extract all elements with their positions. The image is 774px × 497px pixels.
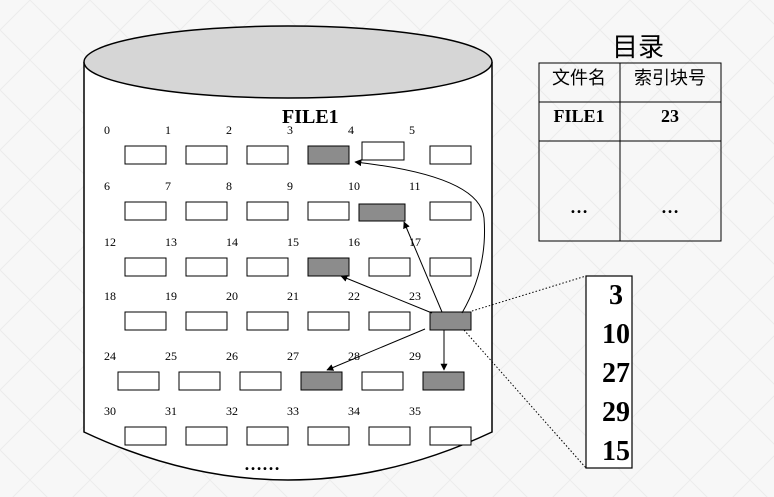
block-number-8: 8 <box>226 179 232 193</box>
block-number-32: 32 <box>226 404 238 418</box>
block-number-27: 27 <box>287 349 299 363</box>
disk-block-21 <box>307 311 350 331</box>
disk-block-25 <box>178 371 221 391</box>
disk-block-22 <box>368 311 411 331</box>
block-number-2: 2 <box>226 123 232 137</box>
disk-block-1 <box>185 145 228 165</box>
disk-block-24 <box>117 371 160 391</box>
index-pointers <box>326 159 485 371</box>
disk-block-11 <box>429 201 472 221</box>
disk-block-30 <box>124 426 167 446</box>
block-number-22: 22 <box>348 289 360 303</box>
block-number-33: 33 <box>287 404 299 418</box>
block-number-6: 6 <box>104 179 110 193</box>
disk-block-32 <box>246 426 289 446</box>
block-number-24: 24 <box>104 349 116 363</box>
disk-block-17 <box>429 257 472 277</box>
pointer-to-block-27 <box>326 328 426 371</box>
directory-header-index-block: 索引块号 <box>634 68 706 89</box>
block-number-19: 19 <box>165 289 177 303</box>
block-number-18: 18 <box>104 289 116 303</box>
index-entry: 29 <box>602 397 630 428</box>
block-number-4: 4 <box>348 123 354 137</box>
disk-block-33 <box>307 426 350 446</box>
disk-block-2 <box>246 145 289 165</box>
block-number-1: 1 <box>165 123 171 137</box>
index-zoom-lines <box>463 275 587 469</box>
block-number-20: 20 <box>226 289 238 303</box>
disk-block-13 <box>185 257 228 277</box>
block-number-16: 16 <box>348 235 360 249</box>
block-number-11: 11 <box>409 179 421 193</box>
directory-cell-more: … <box>570 197 588 217</box>
block-number-10: 10 <box>348 179 360 193</box>
index-entry: 27 <box>602 358 630 389</box>
directory-table <box>538 62 722 242</box>
block-number-23: 23 <box>409 289 421 303</box>
disk-block-5 <box>429 145 472 165</box>
index-block-table <box>585 275 633 469</box>
disk-block-15 <box>307 257 350 277</box>
block-number-14: 14 <box>226 235 238 249</box>
directory-cell-more: … <box>661 197 679 217</box>
index-entry: 10 <box>602 319 630 350</box>
disk-block-14 <box>246 257 289 277</box>
index-block-23 <box>429 311 472 331</box>
pointer-to-block-3 <box>354 159 485 314</box>
block-number-26: 26 <box>226 349 238 363</box>
disk-blocks <box>117 141 472 446</box>
file-label: FILE1 <box>282 106 339 128</box>
block-number-5: 5 <box>409 123 415 137</box>
disk-block-16 <box>368 257 411 277</box>
disk-block-9 <box>307 201 350 221</box>
index-entry: 15 <box>602 436 630 467</box>
disk-block-19 <box>185 311 228 331</box>
block-number-3: 3 <box>287 123 293 137</box>
block-number-17: 17 <box>409 235 421 249</box>
disk-block-35 <box>429 426 472 446</box>
index-entry: 3 <box>609 280 623 311</box>
block-number-7: 7 <box>165 179 171 193</box>
pointer-to-block-15 <box>340 275 433 314</box>
block-number-25: 25 <box>165 349 177 363</box>
directory-cell-index-block: 23 <box>661 106 679 126</box>
block-number-29: 29 <box>409 349 421 363</box>
disk-block-20 <box>246 311 289 331</box>
block-number-15: 15 <box>287 235 299 249</box>
more-blocks-ellipsis: …… <box>244 454 280 474</box>
block-number-35: 35 <box>409 404 421 418</box>
directory-header-filename: 文件名 <box>552 68 606 89</box>
disk-block-7 <box>185 201 228 221</box>
block-number-34: 34 <box>348 404 360 418</box>
block-number-0: 0 <box>104 123 110 137</box>
disk-block-34 <box>368 426 411 446</box>
disk-block-12 <box>124 257 167 277</box>
directory-title: 目录 <box>612 33 664 63</box>
disk-block-8 <box>246 201 289 221</box>
disk-block-10 <box>358 203 406 222</box>
block-number-21: 21 <box>287 289 299 303</box>
disk-block-0 <box>124 145 167 165</box>
block-number-9: 9 <box>287 179 293 193</box>
disk-block-26 <box>239 371 282 391</box>
pointer-to-block-10 <box>403 221 443 313</box>
disk-block-6 <box>124 201 167 221</box>
disk-block-3 <box>307 145 350 165</box>
disk-block-28 <box>361 371 404 391</box>
block-number-13: 13 <box>165 235 177 249</box>
disk-block-27 <box>300 371 343 391</box>
block-number-12: 12 <box>104 235 116 249</box>
disk-block-31 <box>185 426 228 446</box>
cylinder-top <box>83 25 493 99</box>
directory-cell-filename: FILE1 <box>553 106 604 126</box>
block-number-31: 31 <box>165 404 177 418</box>
disk-block-29 <box>422 371 465 391</box>
block-number-30: 30 <box>104 404 116 418</box>
disk-block-4 <box>361 141 405 161</box>
disk-block-18 <box>124 311 167 331</box>
